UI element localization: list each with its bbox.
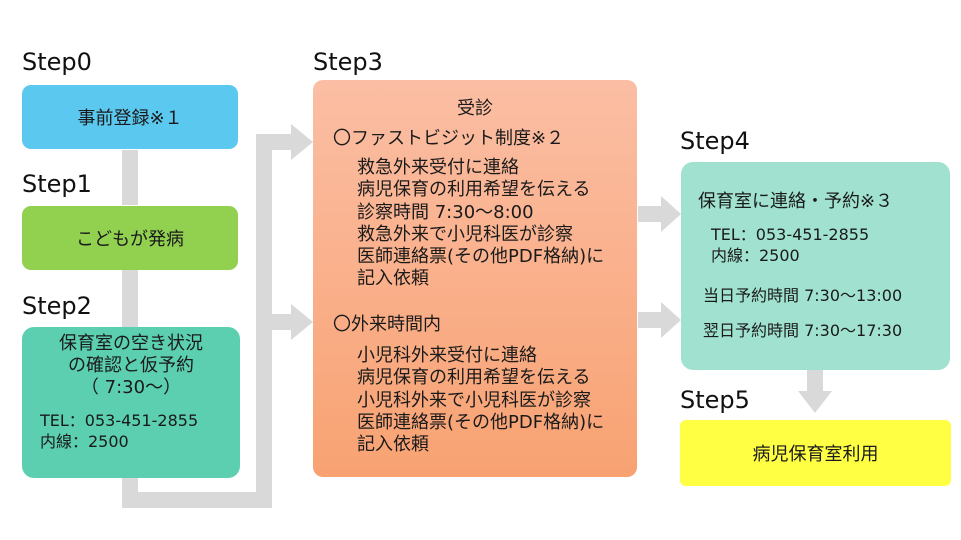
connector-bottom-horizontal <box>122 492 272 508</box>
step2-line-2: の確認と仮予約 <box>68 355 194 376</box>
connector-arrow-upper-shaft <box>256 134 292 150</box>
step3-s1-line-1: 救急外来受付に連絡 <box>357 157 519 178</box>
connector-step3-step4-upper-shaft <box>638 206 662 222</box>
step3-s1-line-2: 病児保育の利用希望を伝える <box>357 179 591 201</box>
step3-section2-title: 〇外来時間内 <box>333 314 441 335</box>
arrow-step3-step4-upper-head <box>661 196 681 232</box>
step3-heading: 受診 <box>457 98 493 119</box>
step5-label: Step5 <box>680 386 750 414</box>
step1-box: こどもが発病 <box>22 206 238 270</box>
connector-step1-step2 <box>122 270 138 327</box>
step4-title: 保育室に連絡・予約※３ <box>698 191 894 212</box>
step2-line-3: （ 7:30～） <box>80 377 182 398</box>
arrow-step3-step4-lower-head <box>661 302 681 338</box>
step4-same-day: 当日予約時間 7:30～13:00 <box>703 286 903 305</box>
step3-s1-line-3: 診察時間 7:30～8:00 <box>357 201 534 223</box>
arrow-step4-step5-head <box>798 391 832 413</box>
step4-next-day: 翌日予約時間 7:30～17:30 <box>703 321 903 340</box>
step1-label: Step1 <box>22 170 92 198</box>
step2-tel: TEL：053-451-2855 <box>40 411 199 430</box>
step3-s2-line-3: 小児科外来で小児科医が診察 <box>357 389 591 411</box>
step4-label: Step4 <box>680 127 750 155</box>
arrow-lower-head <box>291 304 313 340</box>
step5-text: 病児保育室利用 <box>752 444 879 465</box>
step2-ext: 内線：2500 <box>40 432 129 451</box>
step0-label: Step0 <box>22 48 92 76</box>
step3-s2-line-2: 病児保育の利用希望を伝える <box>357 367 591 389</box>
step2-label: Step2 <box>22 292 92 320</box>
step4-tel: TEL：053-451-2855 <box>711 225 870 244</box>
step3-s1-line-4: 救急外来で小児科医が診察 <box>357 223 573 245</box>
step3-s1-line-6: 記入依頼 <box>357 268 429 290</box>
step3-label: Step3 <box>313 48 383 76</box>
step3-section1-title: 〇ファストビジット制度※２ <box>333 128 565 149</box>
step3-box: 受診 〇ファストビジット制度※２ 救急外来受付に連絡 病児保育の利用希望を伝える… <box>313 80 637 477</box>
step2-box: 保育室の空き状況 の確認と仮予約 （ 7:30～） TEL：053-451-28… <box>22 327 240 478</box>
step5-box: 病児保育室利用 <box>680 420 951 486</box>
step0-text: 事前登録※１ <box>77 108 183 129</box>
connector-step4-step5-shaft <box>807 370 823 392</box>
arrow-upper-head <box>291 124 313 160</box>
step0-box: 事前登録※１ <box>22 85 238 149</box>
step4-box: 保育室に連絡・予約※３ TEL：053-451-2855 内線：2500 当日予… <box>681 162 950 370</box>
step2-line-1: 保育室の空き状況 <box>59 333 203 354</box>
step1-text: こどもが発病 <box>76 229 184 250</box>
connector-arrow-lower-shaft <box>256 314 292 330</box>
connector-step3-step4-lower-shaft <box>638 312 662 328</box>
step4-ext: 内線：2500 <box>711 246 800 265</box>
step3-s2-line-5: 記入依頼 <box>357 434 429 456</box>
step3-s2-line-1: 小児科外来受付に連絡 <box>357 345 537 366</box>
step3-s2-line-4: 医師連絡票(その他PDF格納)に <box>357 411 605 433</box>
connector-step0-step1 <box>122 150 138 205</box>
step3-s1-line-5: 医師連絡票(その他PDF格納)に <box>357 246 605 268</box>
